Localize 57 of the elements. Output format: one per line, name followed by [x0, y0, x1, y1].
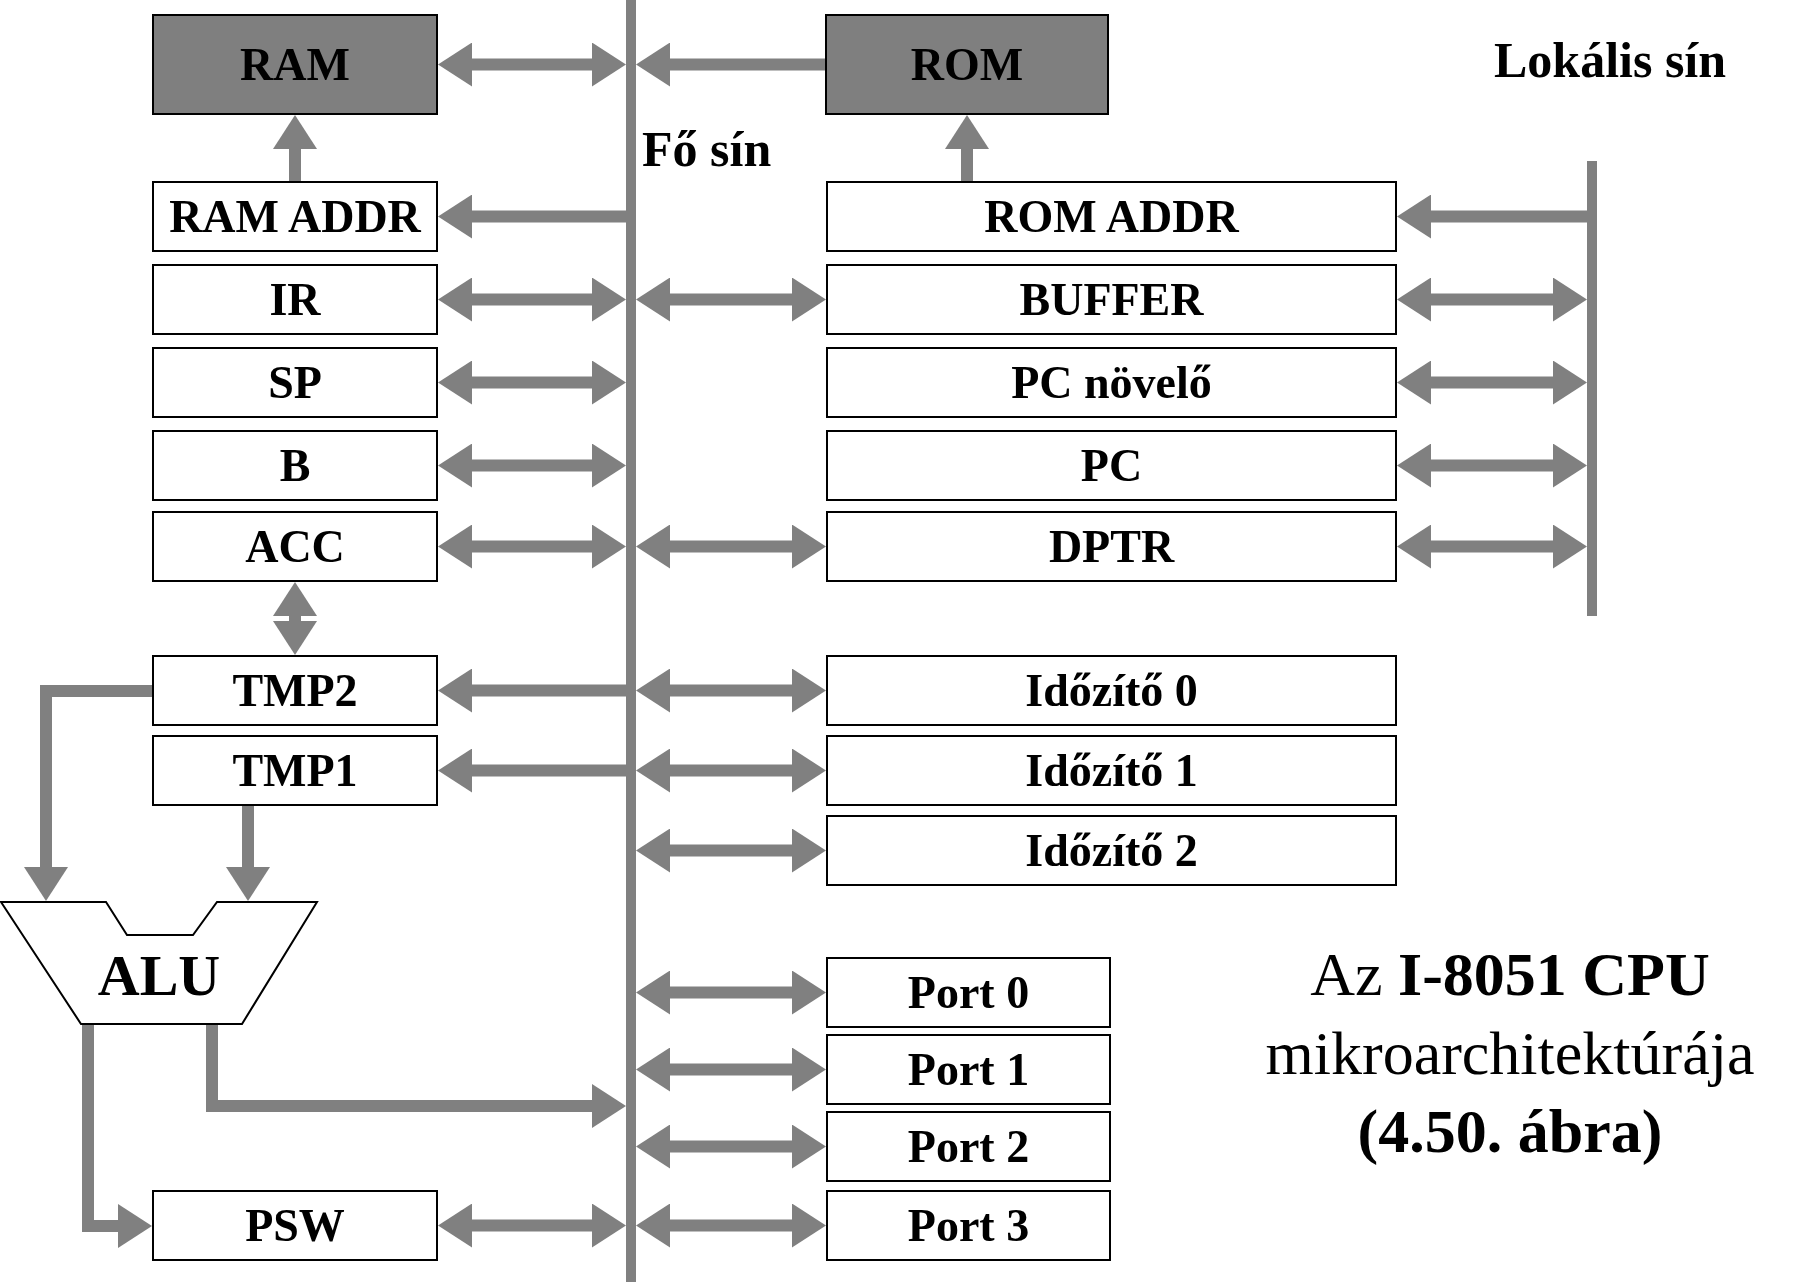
arrow — [1397, 443, 1587, 488]
arrow — [636, 748, 826, 793]
register-box: TMP2 — [152, 655, 438, 726]
arrow — [1397, 360, 1587, 405]
register-box: IR — [152, 264, 438, 335]
bus-label: Lokális sín — [1494, 35, 1727, 85]
arrow — [438, 668, 626, 713]
memory-box: ROM — [825, 14, 1109, 115]
arrow — [636, 828, 826, 873]
register-box: TMP1 — [152, 735, 438, 806]
register-box: Port 3 — [826, 1190, 1111, 1261]
memory-box: RAM — [152, 14, 438, 115]
register-box: ACC — [152, 511, 438, 582]
register-box: ROM ADDR — [826, 181, 1397, 252]
arrow — [636, 524, 826, 569]
register-box: SP — [152, 347, 438, 418]
register-box: B — [152, 430, 438, 501]
arrow — [438, 277, 626, 322]
arrow — [438, 360, 626, 405]
arrow — [636, 1203, 826, 1248]
arrow — [438, 443, 626, 488]
register-box: Port 0 — [826, 957, 1111, 1028]
register-box: Port 1 — [826, 1034, 1111, 1105]
arrow — [636, 970, 826, 1015]
arrow — [636, 1124, 826, 1169]
arrow — [636, 668, 826, 713]
register-box: Időzítő 2 — [826, 815, 1397, 886]
arrow — [438, 194, 626, 239]
arrow — [226, 806, 270, 901]
bus-label: Fő sín — [642, 124, 772, 174]
register-box: Időzítő 0 — [826, 655, 1397, 726]
register-box: DPTR — [826, 511, 1397, 582]
register-box: BUFFER — [826, 264, 1397, 335]
arrow — [945, 115, 989, 181]
register-box: Port 2 — [826, 1111, 1111, 1182]
arrow — [636, 277, 826, 322]
arrow — [273, 582, 317, 655]
arrow — [206, 1025, 626, 1128]
arrow — [1397, 277, 1587, 322]
register-box: RAM ADDR — [152, 181, 438, 252]
register-box: PSW — [152, 1190, 438, 1261]
register-box: Időzítő 1 — [826, 735, 1397, 806]
register-box: PC növelő — [826, 347, 1397, 418]
arrow — [82, 1025, 152, 1248]
arrow — [273, 115, 317, 181]
arrow — [438, 524, 626, 569]
arrow — [1397, 524, 1587, 569]
arrow — [438, 42, 626, 87]
arrow — [1397, 194, 1587, 239]
arrow — [438, 1203, 626, 1248]
arrow — [636, 42, 825, 87]
arrow — [438, 748, 626, 793]
arrow — [636, 1047, 826, 1092]
caption: Az I-8051 CPU mikroarchitektúrája (4.50. ábra) — [1264, 939, 1756, 1168]
alu-label: ALU — [96, 947, 222, 1005]
register-box: PC — [826, 430, 1397, 501]
arrow — [24, 685, 152, 901]
